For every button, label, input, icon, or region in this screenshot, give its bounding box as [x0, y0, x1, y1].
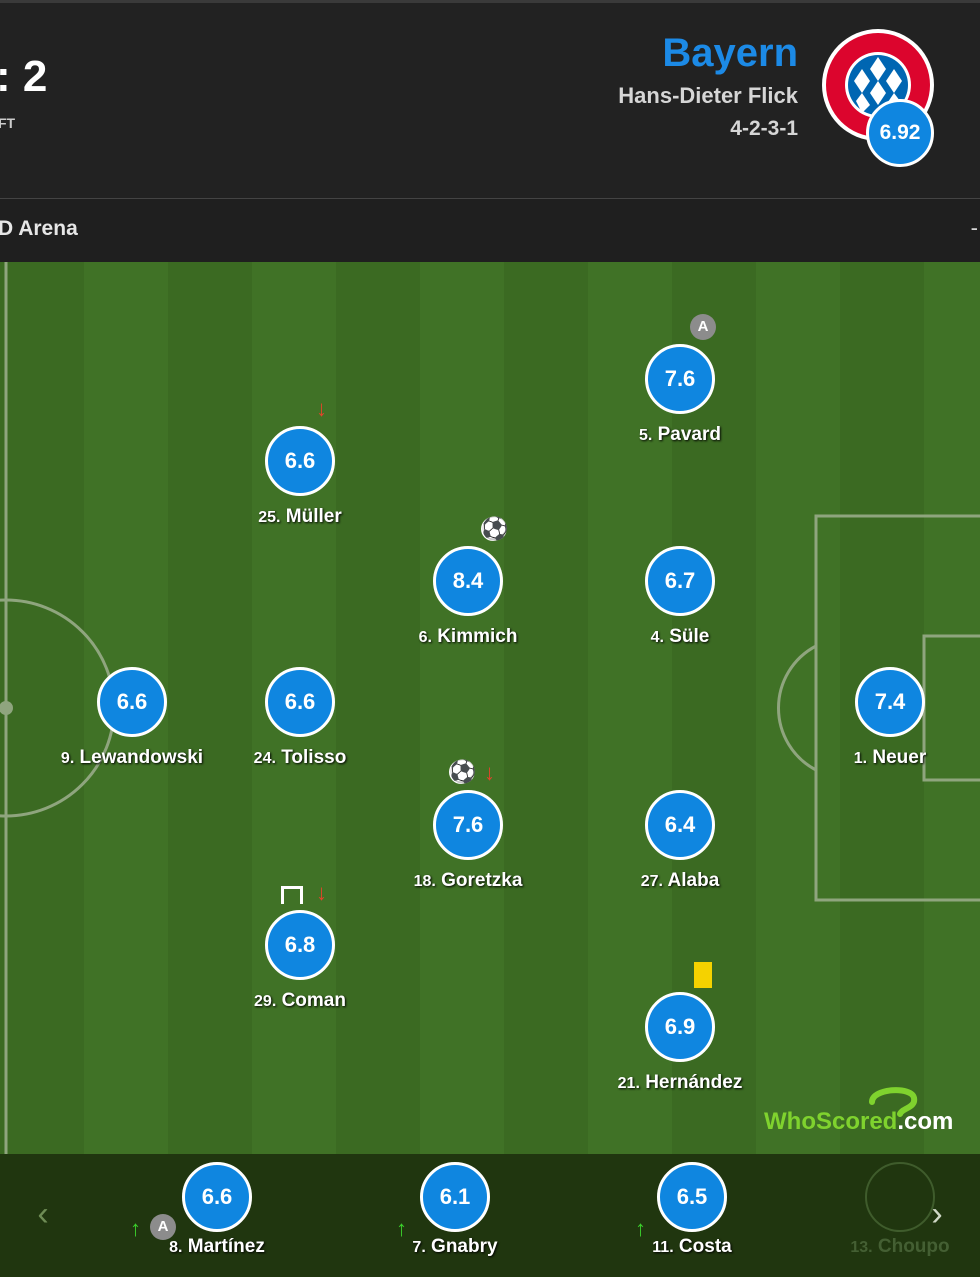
sub-choupo[interactable]: 13. Choupo [820, 1162, 980, 1258]
match-header: : 2 FT Bayern Hans-Dieter Flick 4-2-3-1 … [0, 0, 980, 198]
player-coman[interactable]: 6.8 29. Coman [200, 910, 400, 1012]
player-name-label: 8. Martínez [169, 1236, 265, 1257]
player-name-label: 21. Hernández [617, 1072, 743, 1093]
player-kimmich[interactable]: 8.4 6. Kimmich [368, 546, 568, 648]
team-formation: 4-2-3-1 [730, 117, 798, 140]
bench-next-button[interactable]: › [931, 1195, 943, 1233]
player-rating: 6.6 [265, 426, 335, 496]
player-name-label: 4. Süle [650, 626, 710, 647]
subbed-off-arrow-icon: ↓ [316, 880, 327, 905]
player-name-label: 6. Kimmich [418, 626, 518, 647]
player-muller[interactable]: 6.6 25. Müller [200, 426, 400, 528]
team-rating-badge: 6.92 [866, 99, 934, 167]
player-name-label: 29. Coman [254, 990, 346, 1011]
whoscored-logo-icon [869, 1087, 918, 1117]
substitutes-bench: ‹ ↑ A 6.6 8. Martínez ↑ 6.1 7. Gnabry ↑ … [0, 1154, 980, 1277]
player-goretzka[interactable]: 7.6 18. Goretzka [368, 790, 568, 892]
subbed-off-arrow-icon: ↓ [484, 760, 495, 785]
player-rating: 7.4 [855, 667, 925, 737]
player-alaba[interactable]: 6.4 27. Alaba [580, 790, 780, 892]
subbed-on-arrow-icon: ↑ [130, 1216, 141, 1241]
goal-ball-icon: ⚽ [449, 759, 477, 784]
player-rating: 6.6 [265, 667, 335, 737]
player-name-label: 24. Tolisso [253, 747, 347, 768]
player-name-label: 13. Choupo [850, 1236, 950, 1257]
player-rating: 6.7 [645, 546, 715, 616]
player-rating: 8.4 [433, 546, 503, 616]
player-name-label: 7. Gnabry [412, 1236, 498, 1257]
player-rating: 6.9 [645, 992, 715, 1062]
captain-badge-icon: A [150, 1214, 176, 1240]
corner-flag-icon [281, 886, 303, 904]
captain-badge-icon: A [690, 314, 716, 340]
match-status: FT [0, 115, 16, 131]
venue-bar: D Arena - [0, 198, 980, 262]
subbed-on-arrow-icon: ↑ [635, 1216, 646, 1241]
player-name-label: 11. Costa [652, 1236, 732, 1257]
player-name-label: 9. Lewandowski [60, 747, 204, 768]
goal-ball-icon: ⚽ [481, 516, 509, 541]
player-name-label: 18. Goretzka [413, 870, 523, 891]
player-rating: 7.6 [645, 344, 715, 414]
subbed-off-arrow-icon: ↓ [316, 396, 327, 421]
venue-name: D Arena [0, 217, 78, 240]
match-score: : 2 [0, 52, 48, 101]
bench-prev-button[interactable]: ‹ [37, 1195, 49, 1233]
subbed-on-arrow-icon: ↑ [396, 1216, 407, 1241]
player-sule[interactable]: 6.7 4. Süle [580, 546, 780, 648]
sub-martinez[interactable]: 6.6 8. Martínez [117, 1162, 317, 1258]
player-name-label: 27. Alaba [640, 870, 720, 891]
pitch-lines [0, 262, 980, 1154]
player-rating: 6.5 [657, 1162, 727, 1232]
pitch: A 7.6 5. Pavard ↓ 6.6 25. Müller ⚽ 8.4 6… [0, 262, 980, 1154]
player-neuer[interactable]: 7.4 1. Neuer [790, 667, 980, 769]
team-manager: Hans-Dieter Flick [618, 83, 798, 108]
yellow-card-icon [694, 962, 712, 988]
player-lewandowski[interactable]: 6.6 9. Lewandowski [32, 667, 232, 769]
player-rating: 6.6 [182, 1162, 252, 1232]
player-rating: 6.8 [265, 910, 335, 980]
sub-costa[interactable]: 6.5 11. Costa [592, 1162, 792, 1258]
player-pavard[interactable]: 7.6 5. Pavard [580, 344, 780, 446]
venue-separator: - [970, 215, 978, 240]
player-rating [865, 1162, 935, 1232]
player-rating: 6.4 [645, 790, 715, 860]
team-name[interactable]: Bayern [662, 31, 798, 75]
player-name-label: 25. Müller [258, 506, 342, 527]
player-name-label: 1. Neuer [853, 747, 927, 768]
player-rating: 6.6 [97, 667, 167, 737]
player-name-label: 5. Pavard [639, 424, 721, 445]
player-tolisso[interactable]: 6.6 24. Tolisso [200, 667, 400, 769]
whoscored-watermark: WhoScored.com [764, 1108, 954, 1135]
sub-gnabry[interactable]: 6.1 7. Gnabry [355, 1162, 555, 1258]
player-rating: 6.1 [420, 1162, 490, 1232]
player-hernandez[interactable]: 6.9 21. Hernández [580, 992, 780, 1094]
player-rating: 7.6 [433, 790, 503, 860]
